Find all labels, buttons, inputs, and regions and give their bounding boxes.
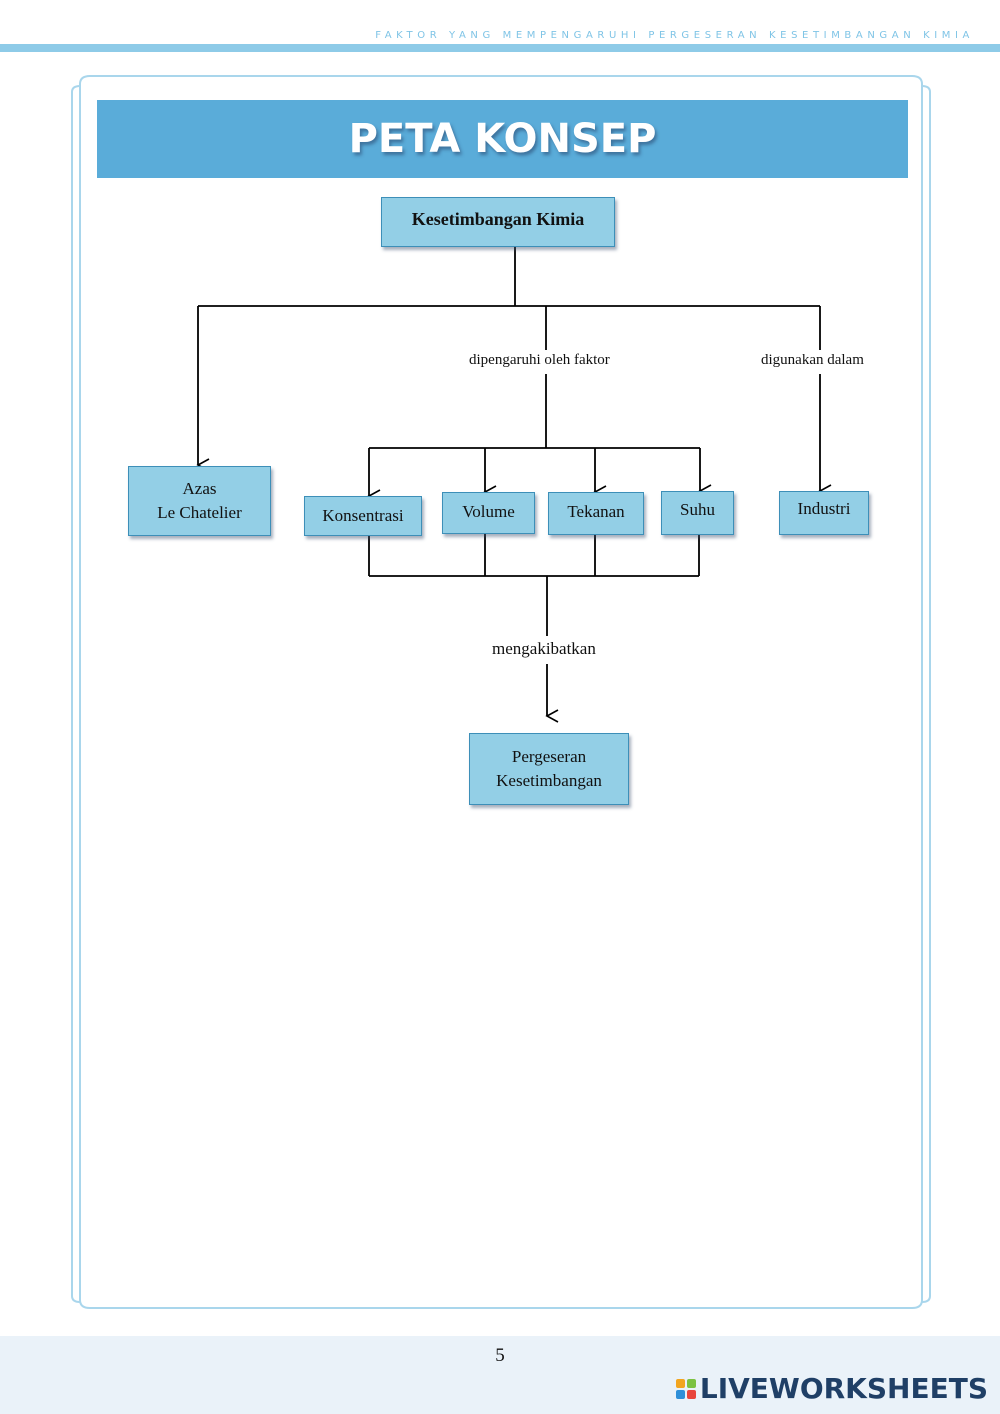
node-pergeseran-kesetimbangan: Pergeseran Kesetimbangan (469, 733, 629, 805)
azas-line-2: Le Chatelier (157, 503, 242, 522)
title-banner: PETA KONSEP (97, 100, 908, 178)
label-digunakan-dalam: digunakan dalam (759, 352, 866, 369)
brand-name: LIVEWORKSHEETS (699, 1372, 988, 1405)
label-mengakibatkan: mengakibatkan (490, 639, 598, 659)
node-konsentrasi: Konsentrasi (304, 496, 422, 536)
liveworksheets-logo-icon (675, 1378, 696, 1399)
liveworksheets-brand[interactable]: LIVEWORKSHEETS (675, 1372, 988, 1405)
label-dipengaruhi-oleh-faktor: dipengaruhi oleh faktor (467, 352, 612, 369)
pergeseran-line-1: Pergeseran (511, 747, 587, 766)
node-suhu: Suhu (661, 491, 734, 535)
node-tekanan: Tekanan (548, 492, 644, 535)
page-number: 5 (495, 1345, 505, 1366)
node-volume: Volume (442, 492, 535, 534)
node-kesetimbangan-kimia: Kesetimbangan Kimia (381, 197, 615, 247)
footer-band (0, 1336, 1000, 1414)
header-bar (0, 44, 1000, 52)
node-azas-le-chatelier: Azas Le Chatelier (128, 466, 271, 536)
running-header: FAKTOR YANG MEMPENGARUHI PERGESERAN KESE… (375, 30, 974, 41)
pergeseran-line-2: Kesetimbangan (496, 771, 602, 790)
page-title: PETA KONSEP (348, 116, 657, 162)
node-industri: Industri (779, 491, 869, 535)
azas-line-1: Azas (182, 479, 217, 498)
